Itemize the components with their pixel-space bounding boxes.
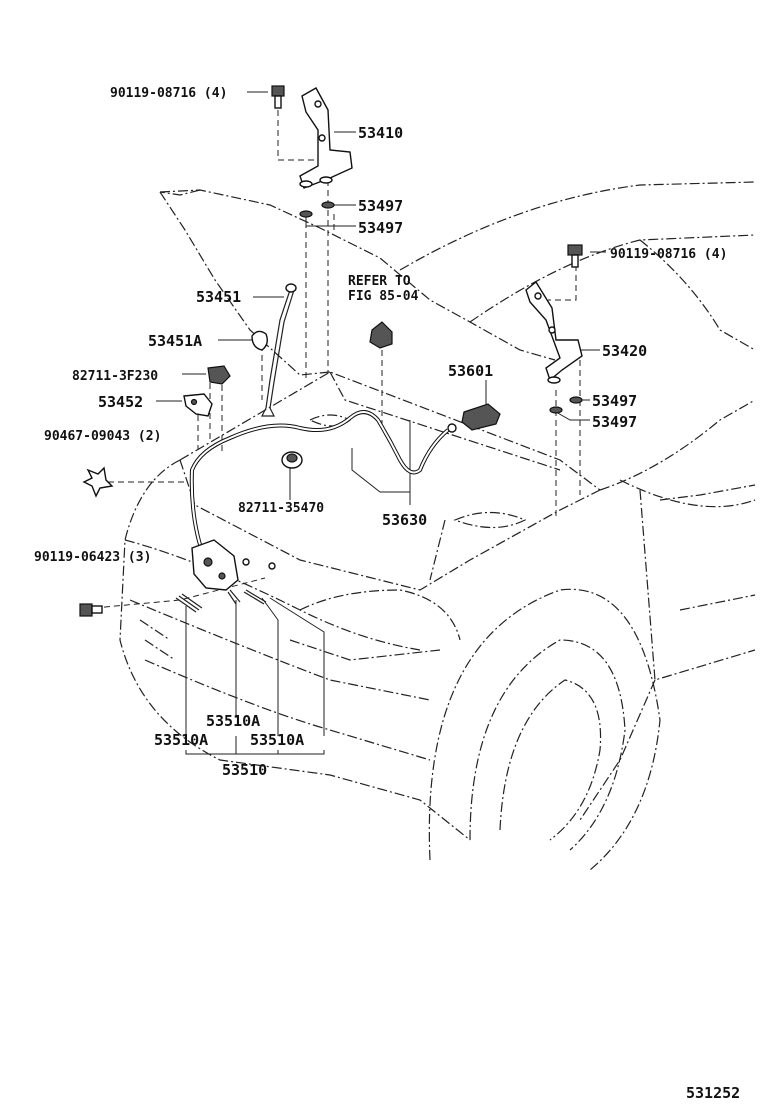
label-washer: 53497 <box>592 392 637 410</box>
leader-lines <box>156 91 606 755</box>
bracket-icon <box>183 393 213 417</box>
cable-clamp-icon <box>281 451 303 469</box>
label-lock-sub-left: 53510A <box>154 731 208 749</box>
label-refer-line1: REFER TO <box>348 274 411 289</box>
label-lock-assy: 53510 <box>222 761 267 779</box>
bolt-top-right-icon <box>567 244 583 268</box>
bolt-lock-icon <box>79 603 103 617</box>
washer-icon <box>321 201 335 209</box>
label-clip-b: 90467-09043 (2) <box>44 429 161 444</box>
label-clip-a: 82711-3F230 <box>72 369 158 384</box>
label-bolt-lock: 90119-06423 (3) <box>34 550 151 565</box>
label-washer: 53497 <box>358 219 403 237</box>
label-rod-holder: 53451A <box>148 332 202 350</box>
part-labels: 90119-08716 (4) 53410 53497 53497 90119-… <box>34 86 740 1102</box>
label-support-rod: 53451 <box>196 288 241 306</box>
hood-hinge-right-icon <box>525 280 583 384</box>
label-bracket: 53452 <box>98 393 143 411</box>
bolt-top-left-icon <box>271 85 285 109</box>
car-body-outline <box>119 181 756 871</box>
clip-icon <box>207 365 231 385</box>
hood-hinge-left-icon <box>299 87 353 189</box>
hood-lock-icon <box>191 539 276 591</box>
parts <box>79 85 583 617</box>
label-hinge-right: 53420 <box>602 342 647 360</box>
cable-clip-icon <box>82 466 114 498</box>
label-clamp: 82711-35470 <box>238 501 324 516</box>
label-bolt-top-left: 90119-08716 (4) <box>110 86 227 101</box>
label-washer: 53497 <box>358 197 403 215</box>
label-lock-sub-right: 53510A <box>250 731 304 749</box>
release-lever-icon <box>447 403 501 433</box>
label-lever: 53601 <box>448 362 493 380</box>
washer-icon <box>549 406 563 414</box>
label-washer: 53497 <box>592 413 637 431</box>
rod-holder-icon <box>251 330 269 351</box>
label-refer-line2: FIG 85-04 <box>348 289 419 304</box>
washer-icon <box>299 210 313 218</box>
label-hinge-left: 53410 <box>358 124 403 142</box>
diagram-id: 531252 <box>686 1084 740 1102</box>
assembly-guides <box>93 100 581 609</box>
spring-icon <box>175 589 267 613</box>
label-cable: 53630 <box>382 511 427 529</box>
label-lock-sub-center: 53510A <box>206 712 260 730</box>
hood-support-rod-icon <box>261 283 297 417</box>
label-bolt-top-right: 90119-08716 (4) <box>610 247 727 262</box>
washer-icon <box>569 396 583 404</box>
refer-part-icon <box>369 321 393 349</box>
